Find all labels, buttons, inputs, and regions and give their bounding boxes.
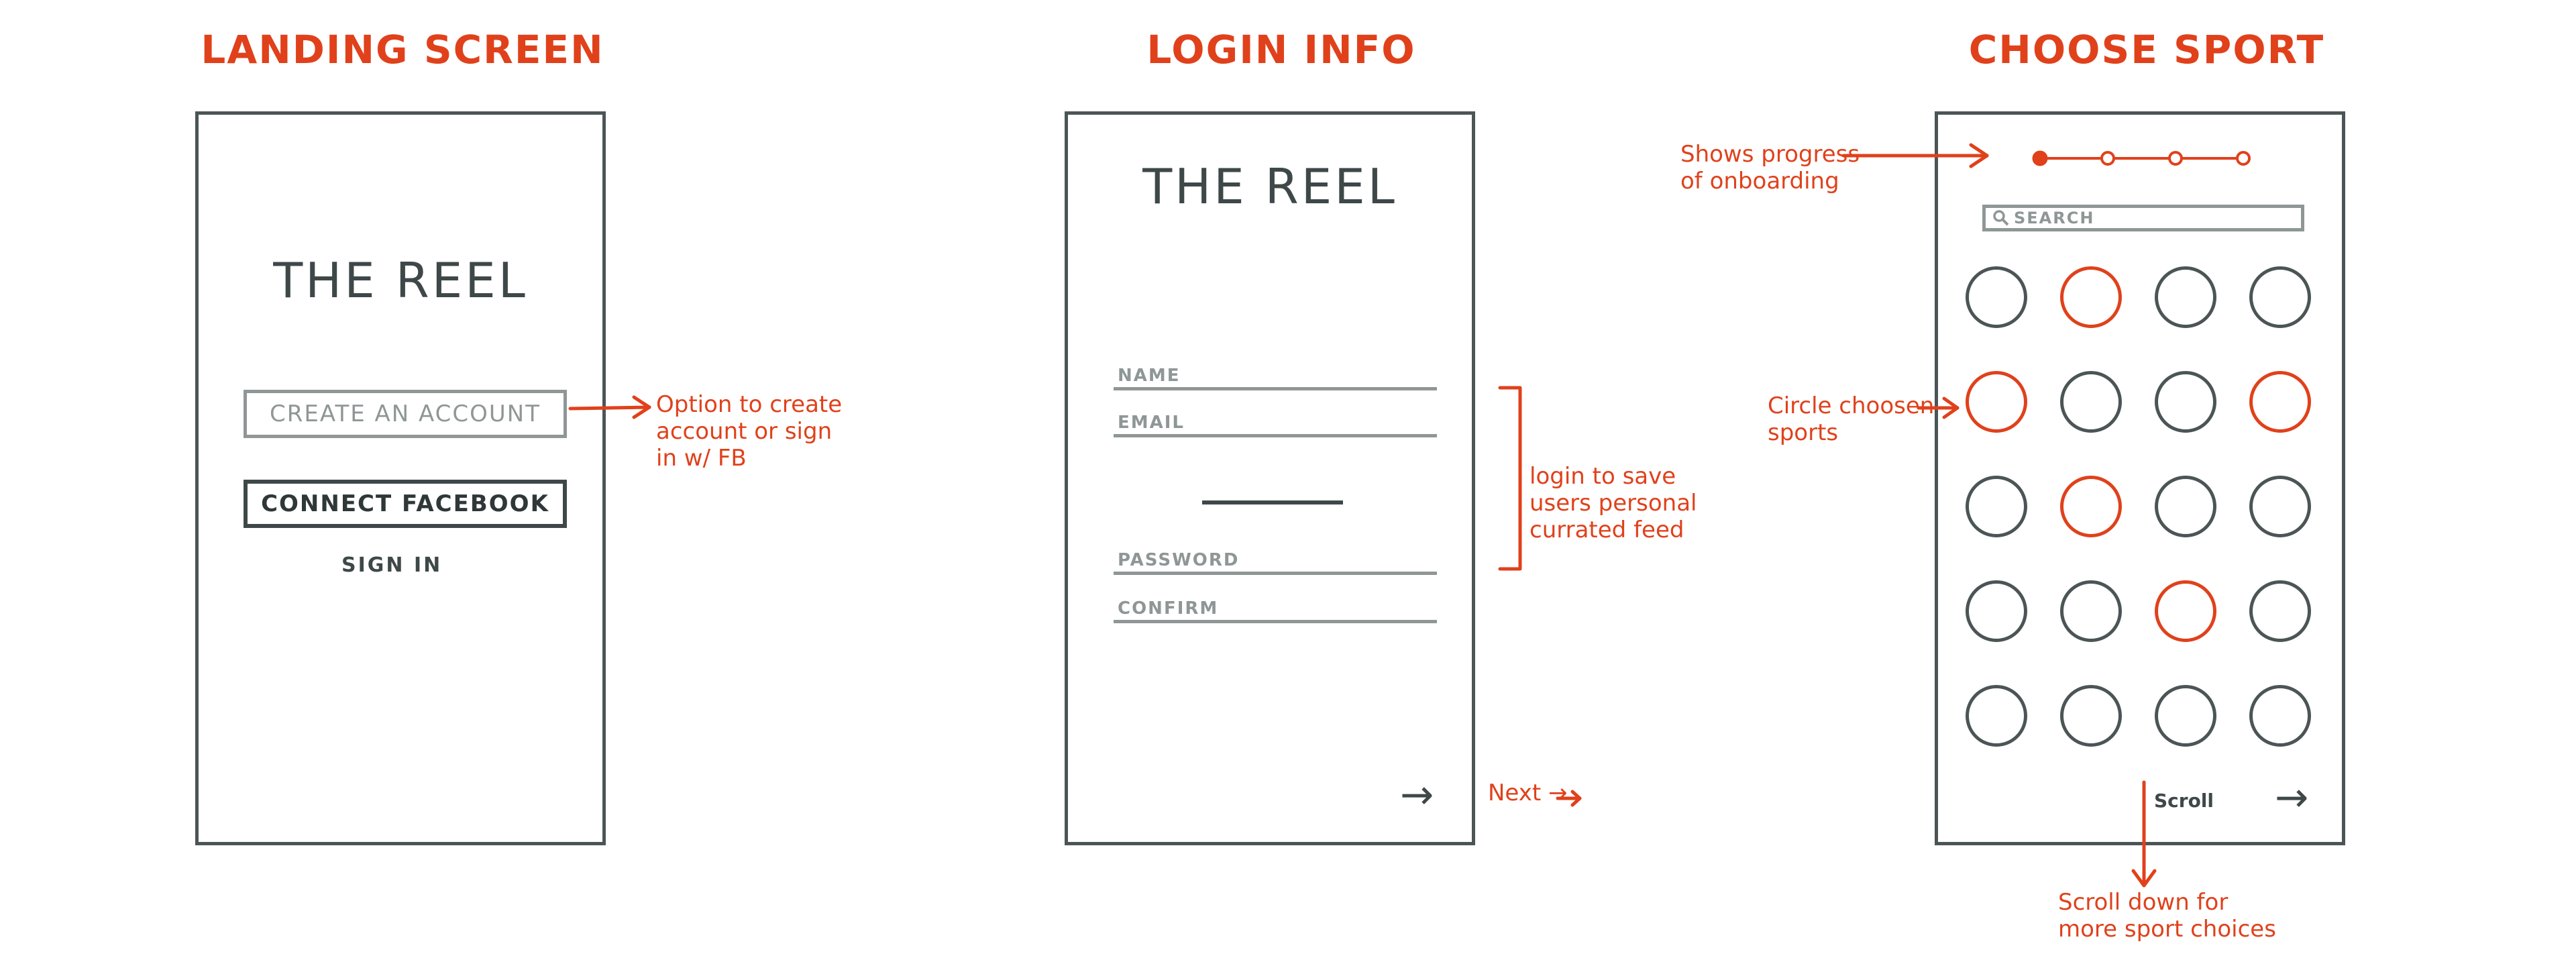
- password-field[interactable]: PASSWORD: [1114, 544, 1437, 575]
- progress-step-2: [2100, 151, 2115, 166]
- progress-step-1: [2032, 150, 2048, 166]
- sport-circle[interactable]: [2249, 685, 2311, 747]
- sport-circle[interactable]: [2249, 371, 2311, 433]
- annotation-scroll: Scroll down for more sport choices: [2058, 889, 2276, 943]
- search-placeholder: SEARCH: [2014, 209, 2095, 227]
- landing-screen-frame: THE REEL CREATE AN ACCOUNT CONNECT FACEB…: [195, 111, 606, 845]
- arrow-scroll: [2131, 780, 2157, 888]
- choose-sport-screen-frame: SEARCH Scroll →: [1935, 111, 2345, 845]
- title-login-info: LOGIN INFO: [1146, 27, 1416, 72]
- sport-circle[interactable]: [2060, 266, 2122, 328]
- scroll-label: Scroll: [2154, 790, 2214, 812]
- annotation-create-account: Option to create account or sign in w/ F…: [656, 391, 843, 472]
- arrow-create-account: [568, 395, 651, 419]
- create-account-button[interactable]: CREATE AN ACCOUNT: [244, 390, 567, 438]
- sport-circle[interactable]: [2060, 476, 2122, 537]
- app-brand: THE REEL: [273, 252, 528, 309]
- arrow-next: [1556, 790, 1582, 807]
- onboarding-progress: [2032, 150, 2251, 166]
- search-icon: [1993, 210, 2009, 226]
- sport-circle[interactable]: [2060, 685, 2122, 747]
- email-field-label: EMAIL: [1118, 413, 1185, 433]
- section-divider: [1202, 500, 1343, 504]
- login-screen-frame: THE REEL NAME EMAIL PASSWORD CONFIRM →: [1065, 111, 1475, 845]
- bracket-login: [1498, 386, 1522, 571]
- sport-circle[interactable]: [1966, 371, 2027, 433]
- sport-circle[interactable]: [2249, 580, 2311, 642]
- progress-step-4: [2236, 151, 2251, 166]
- search-input[interactable]: SEARCH: [1982, 205, 2304, 231]
- sport-circle[interactable]: [1966, 266, 2027, 328]
- progress-step-3: [2168, 151, 2183, 166]
- email-field[interactable]: EMAIL: [1114, 407, 1437, 437]
- annotation-next: Next →: [1488, 780, 1568, 806]
- confirm-field-label: CONFIRM: [1118, 598, 1219, 619]
- sport-circle[interactable]: [1966, 685, 2027, 747]
- name-field[interactable]: NAME: [1114, 360, 1437, 390]
- app-brand: THE REEL: [1142, 158, 1397, 215]
- sport-circle[interactable]: [2249, 476, 2311, 537]
- sport-circle[interactable]: [2155, 685, 2216, 747]
- sport-circle[interactable]: [1966, 580, 2027, 642]
- sport-circle[interactable]: [2155, 266, 2216, 328]
- title-choose-sport: CHOOSE SPORT: [1968, 27, 2325, 72]
- sport-circle[interactable]: [2155, 580, 2216, 642]
- annotation-progress: Shows progress of onboarding: [1680, 141, 1860, 195]
- arrow-progress: [1841, 143, 1989, 168]
- sport-circle[interactable]: [2155, 371, 2216, 433]
- sport-circle[interactable]: [2155, 476, 2216, 537]
- annotation-circle: Circle choosen sports: [1768, 392, 1935, 446]
- annotation-login: login to save users personal currated fe…: [1529, 463, 1697, 543]
- connect-facebook-button[interactable]: CONNECT FACEBOOK: [244, 480, 567, 528]
- next-arrow-icon[interactable]: →: [2275, 774, 2309, 821]
- confirm-field[interactable]: CONFIRM: [1114, 592, 1437, 623]
- next-arrow-icon[interactable]: →: [1400, 771, 1434, 818]
- sport-circle[interactable]: [2249, 266, 2311, 328]
- sport-circle[interactable]: [2060, 580, 2122, 642]
- name-field-label: NAME: [1118, 366, 1181, 386]
- sign-in-link[interactable]: SIGN IN: [341, 553, 443, 577]
- sport-circle[interactable]: [1966, 476, 2027, 537]
- title-landing-screen: LANDING SCREEN: [201, 27, 604, 72]
- password-field-label: PASSWORD: [1118, 550, 1240, 570]
- sport-circle[interactable]: [2060, 371, 2122, 433]
- arrow-circle: [1917, 396, 1960, 419]
